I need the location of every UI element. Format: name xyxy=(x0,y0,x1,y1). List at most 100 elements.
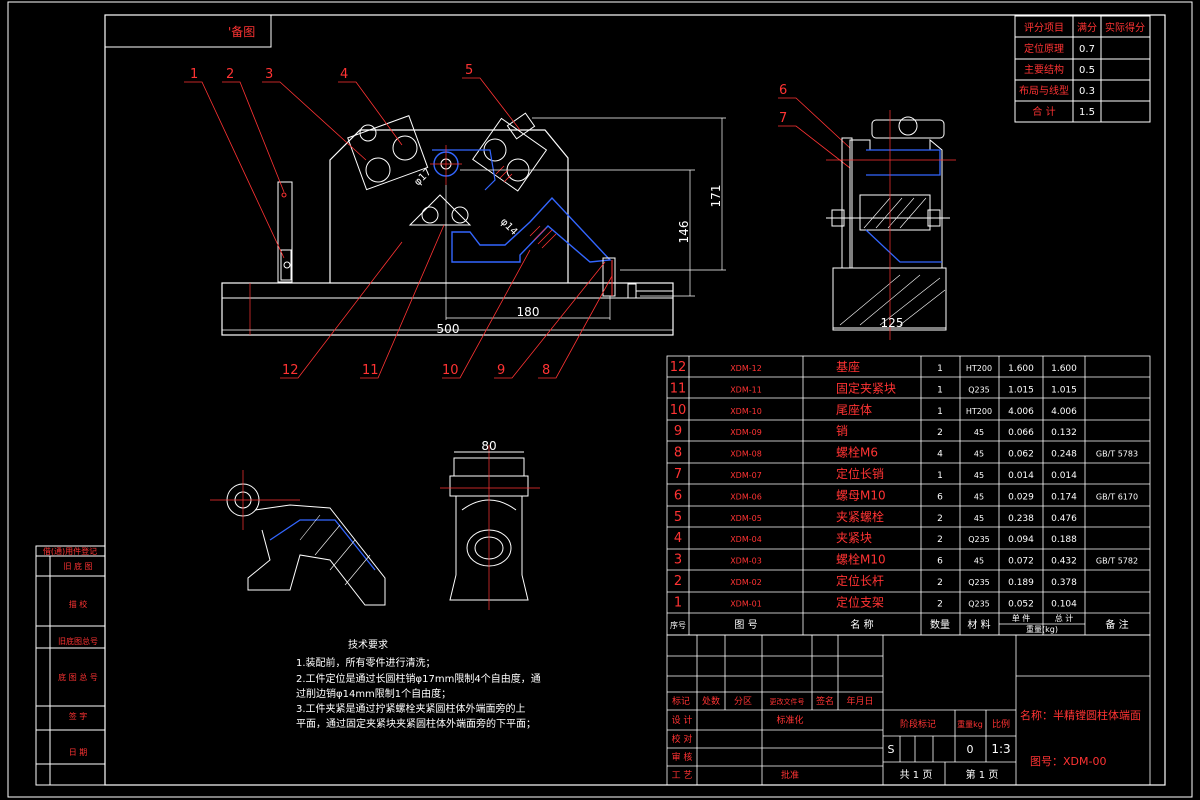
bom-name: 基座 xyxy=(836,359,860,374)
std-label: 标准化 xyxy=(776,714,803,726)
tech-req-title: 技术要求 xyxy=(348,638,388,651)
corner-tag-box xyxy=(104,14,272,48)
bom-name: 夹紧螺栓 xyxy=(836,509,884,524)
scale-value: 1:3 xyxy=(991,742,1010,756)
bom-name: 定位长销 xyxy=(836,466,884,481)
score-row-item: 布局与线型 xyxy=(1019,84,1069,97)
bom-total-weight: 0.248 xyxy=(1051,450,1077,460)
bom-code: XDM-04 xyxy=(730,535,762,544)
balloon: 9 xyxy=(497,363,505,378)
balloon: 4 xyxy=(340,67,348,82)
front-view: 500 180 146 171 φ17 φ14 xyxy=(221,112,726,336)
balloon: 8 xyxy=(542,363,550,378)
bom-material: Q235 xyxy=(968,535,990,544)
bom-code: XDM-12 xyxy=(730,364,762,373)
balloon: 12 xyxy=(282,363,299,378)
tech-req-line: 1.装配前，所有零件进行清洗； xyxy=(296,656,436,669)
bom-material: 45 xyxy=(974,428,984,437)
bom-total-weight: 0.132 xyxy=(1051,428,1077,438)
role-label: 校 对 xyxy=(672,733,693,745)
bom-no: 1 xyxy=(674,595,682,610)
bom-name: 定位支架 xyxy=(836,594,884,609)
bom-no: 12 xyxy=(670,360,687,375)
balloon: 1 xyxy=(190,67,198,82)
score-row-value: 1.5 xyxy=(1079,107,1095,118)
bom-total-weight: 0.378 xyxy=(1051,578,1077,588)
bom-material: Q235 xyxy=(968,599,990,608)
bom-material: 45 xyxy=(974,471,984,480)
score-table-text: 评分项目 满分 实际得分 定位原理 0.7 主要结构 0.5 布局与线型 0.3… xyxy=(1019,21,1145,118)
bom-no: 7 xyxy=(674,467,682,482)
bom-qty: 2 xyxy=(937,599,943,609)
bom-total-weight: 0.174 xyxy=(1051,492,1077,502)
bom-total-weight: 0.476 xyxy=(1051,514,1077,524)
bom-single-weight: 0.189 xyxy=(1008,578,1034,588)
score-row-item: 定位原理 xyxy=(1024,42,1064,55)
left-clamp-block xyxy=(347,115,429,191)
score-table xyxy=(1014,15,1151,123)
bom-single-weight: 0.014 xyxy=(1008,471,1034,481)
bom-single-weight: 4.006 xyxy=(1008,407,1034,417)
corner-tag: '备图 xyxy=(228,25,255,39)
side-label: 描 校 xyxy=(69,599,88,609)
page-current: 第 1 页 xyxy=(966,768,999,781)
dim-500: 500 xyxy=(437,322,460,336)
bom-material: Q235 xyxy=(968,578,990,587)
tech-req-line: 过削边销φ14mm限制1个自由度； xyxy=(296,687,451,700)
bom-no: 4 xyxy=(674,531,682,546)
bom-name: 螺栓M10 xyxy=(836,552,886,567)
bom-qty: 4 xyxy=(937,450,943,460)
bom-no: 10 xyxy=(670,403,687,418)
rev-header: 签名 xyxy=(816,695,834,707)
bom-no: 6 xyxy=(674,488,682,503)
bom-no: 8 xyxy=(674,446,682,461)
bom-single-weight: 0.052 xyxy=(1008,599,1034,609)
bom-qty: 6 xyxy=(937,492,943,502)
bom-header-qty: 数量 xyxy=(930,618,950,631)
rev-header: 年月日 xyxy=(846,695,873,707)
bom-name: 螺母M10 xyxy=(836,488,886,502)
side-view xyxy=(826,110,956,340)
dim-180: 180 xyxy=(517,305,540,319)
bom-code: XDM-07 xyxy=(730,471,762,480)
drawing-number: 图号：XDM-00 xyxy=(1030,755,1106,768)
bom-name: 固定夹紧块 xyxy=(836,380,896,395)
bom-header-mat: 材 料 xyxy=(967,618,990,631)
weight-header: 重量kg xyxy=(957,719,983,729)
role-label: 工 艺 xyxy=(672,770,693,781)
bom-header-note: 备 注 xyxy=(1105,618,1128,631)
bom-total-weight: 1.600 xyxy=(1051,364,1077,374)
bom-no: 3 xyxy=(674,553,682,568)
bom-qty: 1 xyxy=(937,407,943,417)
detail-view-center xyxy=(440,445,540,610)
tech-req-line: 3.工件夹紧是通过拧紧螺栓夹紧圆柱体外端面旁的上 xyxy=(296,702,526,715)
bom-header-code: 图 号 xyxy=(734,619,757,631)
bom-total-weight: 1.015 xyxy=(1051,385,1077,395)
tech-req-line: 平面，通过固定夹紧块夹紧圆柱体外端面旁的下平面； xyxy=(296,717,536,730)
tech-req-line: 2.工件定位是通过长圆柱销φ17mm限制4个自由度，通 xyxy=(296,672,541,685)
dim-125: 125 xyxy=(881,316,904,330)
balloon: 6 xyxy=(779,83,787,98)
balloon: 5 xyxy=(465,63,473,78)
bom-no: 5 xyxy=(674,510,682,525)
balloon: 7 xyxy=(779,111,787,126)
bom-code: XDM-09 xyxy=(730,428,762,437)
bom-total-weight: 0.188 xyxy=(1051,535,1077,545)
left-post xyxy=(280,249,292,281)
bom-name: 销 xyxy=(836,424,848,438)
bom-single-weight: 0.029 xyxy=(1008,492,1034,502)
bom-single-weight: 0.062 xyxy=(1008,450,1034,460)
page-total: 共 1 页 xyxy=(900,769,933,781)
bom-material: 45 xyxy=(974,492,984,501)
detail-view-left xyxy=(210,470,386,606)
bom-code: XDM-11 xyxy=(730,385,762,394)
workpiece xyxy=(451,196,612,263)
bom-total-weight: 0.104 xyxy=(1051,599,1077,609)
bom-name: 尾座体 xyxy=(836,402,872,417)
bom-material: 45 xyxy=(974,514,984,523)
bom-name: 定位长杆 xyxy=(836,573,884,588)
dim-146: 146 xyxy=(677,221,691,244)
bom-single-weight: 0.094 xyxy=(1008,535,1034,545)
qty-cell: 0 xyxy=(967,743,974,756)
